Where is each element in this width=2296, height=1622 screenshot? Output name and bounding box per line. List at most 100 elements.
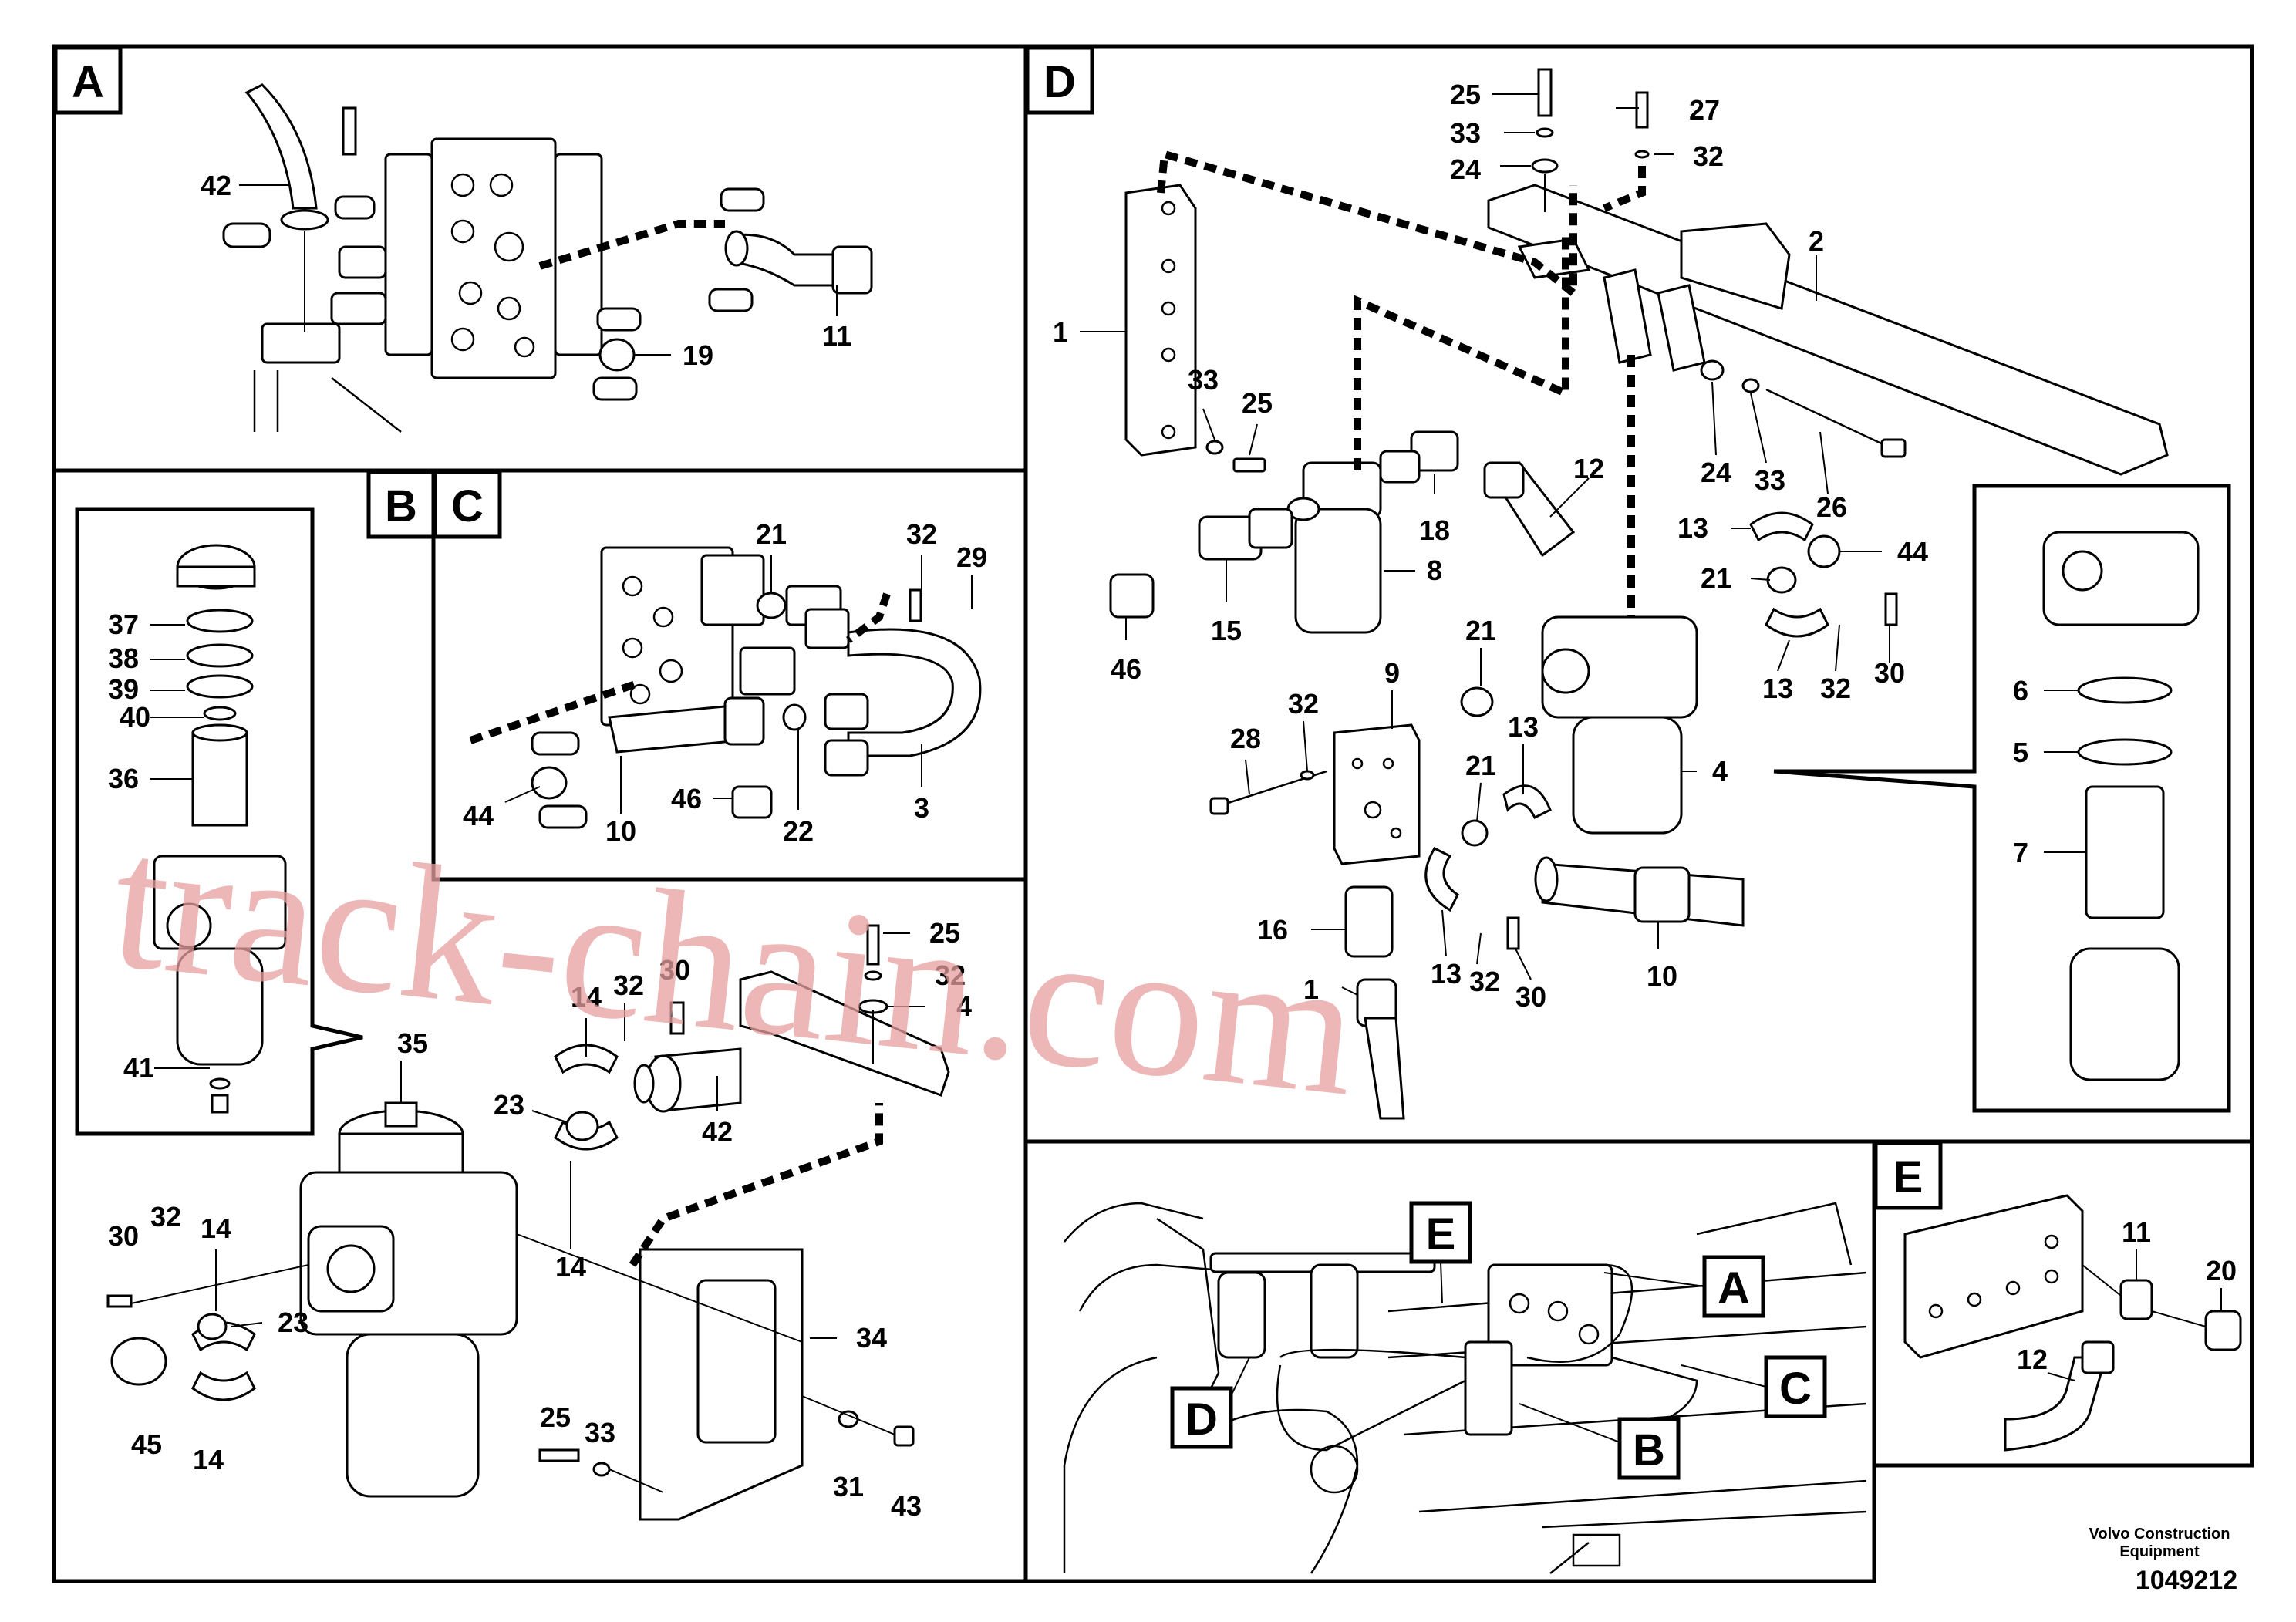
overview-filter-1 <box>1217 1271 1266 1359</box>
label-e-20: 20 <box>2206 1255 2237 1286</box>
overview-callout-d: D <box>1185 1394 1218 1445</box>
label-b-25: 25 <box>929 917 960 949</box>
flange-42-b-ring <box>633 1064 655 1104</box>
bracket-1 <box>1124 184 1197 457</box>
clamp-half-a3 <box>720 187 765 212</box>
label-b-33: 33 <box>585 1417 615 1448</box>
label-d-4: 4 <box>1712 755 1728 787</box>
panel-b-letter: B <box>385 481 417 531</box>
leader-dash-c1 <box>469 679 642 744</box>
control-valve-drawing <box>253 137 603 433</box>
label-b-43: 43 <box>891 1490 922 1522</box>
hose-42 <box>244 83 318 210</box>
bolt-26-head <box>1880 438 1907 458</box>
label-d-30-top: 30 <box>1874 657 1905 689</box>
seal-39 <box>186 674 254 699</box>
plug-45 <box>110 1337 167 1386</box>
panel-e-letter: E <box>1893 1152 1923 1202</box>
filter-cap-body <box>176 565 256 588</box>
hose-11-d <box>1364 1017 1405 1120</box>
clamp-13-mid <box>1502 784 1552 820</box>
label-b-14-mid: 14 <box>555 1251 586 1283</box>
washer-33-d <box>1536 127 1554 138</box>
fitting-c2 <box>824 739 869 777</box>
label-e-11: 11 <box>2122 1216 2151 1248</box>
hose-11-flange <box>724 230 749 267</box>
label-c-3: 3 <box>914 792 929 824</box>
label-d-13-right: 13 <box>1762 673 1793 704</box>
flange-44-d <box>1807 534 1841 568</box>
label-d-2: 2 <box>1809 225 1824 257</box>
o-ring-23-left <box>197 1313 228 1340</box>
cap-20 <box>2204 1310 2242 1351</box>
filter-4-port <box>1541 648 1590 694</box>
bracket-2 <box>1487 184 2169 476</box>
label-d-8: 8 <box>1427 555 1442 586</box>
clamp-half-a6 <box>592 376 638 401</box>
label-b-32-right: 32 <box>935 959 966 991</box>
washer-24-right <box>1700 359 1725 381</box>
label-b-14-left: 14 <box>201 1212 231 1244</box>
label-d-46: 46 <box>1111 653 1141 685</box>
leader-dash-d1 <box>1157 149 1577 302</box>
overview-callout-b: B <box>1633 1425 1665 1475</box>
panel-d: D <box>1023 44 2254 1144</box>
footer-brand-line2: Equipment <box>2119 1543 2200 1560</box>
label-d-28: 28 <box>1230 723 1261 754</box>
plate-e <box>1903 1194 2084 1359</box>
clamp-14-left-bottom <box>191 1371 256 1401</box>
overview-bracket-b <box>1464 1340 1513 1436</box>
filter-bowl-inset <box>2069 947 2180 1081</box>
label-b-14-top: 14 <box>571 981 602 1013</box>
label-d-33-top: 33 <box>1450 117 1481 149</box>
hose-10-d-sleeve <box>1633 866 1691 923</box>
panel-a: A <box>52 44 1028 473</box>
clamp-half-a5 <box>596 307 642 332</box>
overview-callout-c: C <box>1779 1364 1812 1414</box>
label-d-25-top: 25 <box>1450 79 1481 110</box>
label-c-10: 10 <box>605 815 636 847</box>
filter-element-7 <box>2085 785 2165 919</box>
fitting-18-body <box>1379 450 1421 484</box>
leader-dash-d2 <box>1354 231 1569 470</box>
label-d-24-top: 24 <box>1450 153 1481 185</box>
label-d-18: 18 <box>1419 514 1450 546</box>
hose-10-nut <box>723 696 765 746</box>
filter-bowl-8 <box>1294 508 1382 634</box>
label-d-15: 15 <box>1211 615 1242 646</box>
flange-44 <box>531 766 568 800</box>
overview-callout-e-box <box>1409 1201 1472 1264</box>
label-b-38: 38 <box>108 642 139 674</box>
clamp-half-a4 <box>708 288 754 312</box>
washer-24-d <box>1531 158 1559 174</box>
bolt-28-head <box>1209 797 1229 815</box>
bracket-2-box <box>1680 222 1791 310</box>
tee-fitting-e <box>2119 1279 2153 1320</box>
clamp-14-top <box>554 1044 619 1074</box>
panel-c: B C <box>366 468 1028 882</box>
cap-nut-46-c <box>731 785 773 819</box>
label-d-33-right: 33 <box>1755 464 1785 496</box>
seal-5 <box>2077 738 2173 766</box>
filter-element-top <box>191 723 248 742</box>
seal-40 <box>203 706 237 721</box>
label-b-30-left: 30 <box>108 1220 139 1252</box>
hose-11-sleeve <box>831 245 873 295</box>
leader-dash-b <box>629 1103 883 1267</box>
leader-dash-d4 <box>1603 166 1646 212</box>
bolt-30-left <box>106 1294 133 1308</box>
bolt-27 <box>1635 91 1649 129</box>
washer-32-d <box>1634 150 1650 159</box>
filter-element-36 <box>191 731 248 827</box>
bolt-26 <box>1765 388 1890 449</box>
bolt-30-b-top <box>669 1001 685 1035</box>
panel-b-drawing: 35 14 32 30 25 32 4 23 42 14 30 32 14 23… <box>106 917 972 1522</box>
bracket-34-window <box>696 1279 777 1444</box>
label-c-44: 44 <box>463 800 494 831</box>
washer-33-b <box>592 1462 611 1477</box>
bolt-29 <box>909 588 922 622</box>
washer-b1 <box>864 970 882 981</box>
overview-callout-b-box <box>1617 1417 1681 1480</box>
label-b-40: 40 <box>120 701 150 733</box>
label-d-32-top: 32 <box>1693 140 1724 172</box>
